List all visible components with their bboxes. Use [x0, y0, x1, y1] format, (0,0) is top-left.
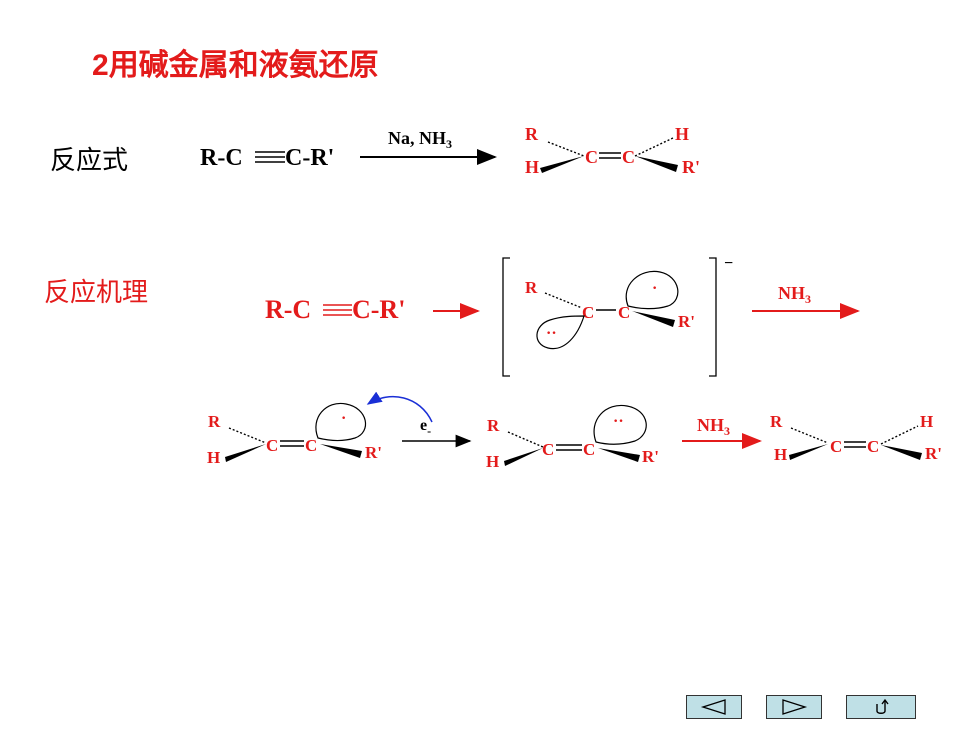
- va-rp: R': [642, 447, 659, 466]
- product-c2: C: [622, 147, 635, 167]
- mech-reactant-right: C-R': [352, 295, 405, 324]
- reaction-product: R H C C H R': [525, 124, 700, 177]
- page-title: 2用碱金属和液氨还原: [92, 40, 379, 84]
- reaction-label: 反应式: [50, 146, 129, 176]
- reaction-reactant: R-C C-R': [200, 145, 334, 171]
- vr-dot: ·: [341, 410, 346, 427]
- radical-anion: R C C R' · ··: [525, 270, 695, 350]
- return-button[interactable]: [846, 695, 916, 719]
- va-c2: C: [583, 440, 595, 459]
- title-text: 用碱金属和液氨还原: [108, 48, 379, 83]
- reaction-scheme: R-C C-R' Na, NH3 R H C C H R' R-C C-R' −…: [200, 124, 942, 471]
- vr-rp: R': [365, 443, 382, 462]
- fp-c1: C: [830, 437, 842, 456]
- reactant-left: R-C: [200, 145, 243, 171]
- vinyl-radical: R H C C R' ·: [207, 402, 382, 467]
- product-h: H: [525, 157, 539, 177]
- ra-c1: C: [582, 303, 594, 322]
- radical-orbital: [625, 270, 679, 310]
- reaction-reagent: Na, NH3: [388, 128, 452, 151]
- ra-c2: C: [618, 303, 630, 322]
- fp-h: H: [774, 445, 787, 464]
- reactant-right: C-R': [285, 145, 334, 171]
- product-r2: R': [682, 157, 700, 177]
- lone-pair-orbital: [536, 315, 585, 350]
- mech-reactant: R-C C-R': [265, 295, 405, 324]
- fp-rp: R': [925, 444, 942, 463]
- va-orbital: [593, 404, 647, 445]
- fp-h2: H: [920, 412, 933, 431]
- fp-c2: C: [867, 437, 879, 456]
- bracket-left: [502, 257, 510, 377]
- title-number: 2: [92, 49, 109, 82]
- va-r: R: [487, 416, 500, 435]
- prev-button[interactable]: [686, 695, 742, 719]
- triangle-left-icon: [700, 699, 726, 715]
- bracket-right: [709, 257, 717, 377]
- final-product: R H C C H R': [770, 412, 942, 464]
- vr-c1: C: [266, 436, 278, 455]
- vr-h: H: [207, 448, 220, 467]
- vr-r: R: [208, 412, 221, 431]
- next-button[interactable]: [766, 695, 822, 719]
- fp-r: R: [770, 412, 783, 431]
- return-arrow-icon: [876, 698, 889, 714]
- radical-dot: ·: [652, 280, 657, 297]
- product-r: R: [525, 124, 539, 144]
- ra-r: R: [525, 278, 538, 297]
- triangle-right-icon: [782, 699, 808, 715]
- product-h2: H: [675, 124, 689, 144]
- mech-nh3-2: NH3: [697, 415, 730, 438]
- product-c1: C: [585, 147, 598, 167]
- va-h: H: [486, 452, 499, 471]
- electron-label: e-: [420, 417, 431, 438]
- ra-rp: R': [678, 312, 695, 331]
- mechanism-label: 反应机理: [44, 278, 149, 308]
- mech-reactant-left: R-C: [265, 295, 311, 324]
- vinyl-anion: R H C C R' ··: [486, 404, 659, 471]
- va-lone-pair: ··: [613, 413, 624, 430]
- electron-transfer-arrow: [366, 391, 433, 423]
- va-c1: C: [542, 440, 554, 459]
- anion-charge: −: [724, 255, 733, 272]
- mech-nh3-1: NH3: [778, 283, 811, 306]
- vr-orbital: [315, 402, 367, 442]
- vr-c2: C: [305, 436, 317, 455]
- product-bonds: [540, 137, 678, 173]
- lone-pair-dots: ··: [546, 325, 557, 342]
